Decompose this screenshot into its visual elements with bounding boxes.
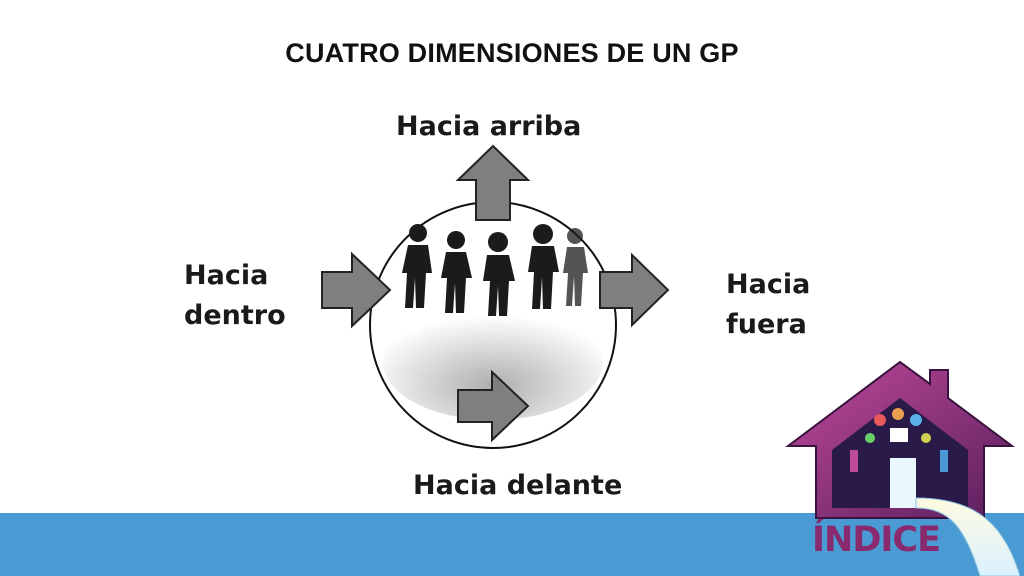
- label-out-line1: Hacia: [726, 269, 811, 300]
- label-forward: Hacia delante: [413, 470, 623, 501]
- index-link[interactable]: ÍNDICE: [812, 520, 941, 560]
- arrow-in: [321, 251, 392, 329]
- label-in: Hacia dentro: [184, 256, 286, 336]
- label-in-line1: Hacia: [184, 260, 269, 291]
- label-out: Hacia fuera: [726, 265, 810, 345]
- people-chain-icon: [402, 224, 588, 316]
- arrow-up: [455, 144, 531, 221]
- shadow-reflection: [383, 304, 603, 420]
- arrow-forward: [457, 369, 530, 443]
- slide-title: CUATRO DIMENSIONES DE UN GP: [285, 38, 739, 68]
- label-in-line2: dentro: [184, 300, 286, 331]
- index-house-logo[interactable]: [780, 358, 1020, 576]
- label-out-line2: fuera: [726, 309, 807, 340]
- family-icon: [850, 408, 948, 472]
- bottom-bar: [0, 513, 1024, 576]
- label-up: Hacia arriba: [396, 111, 582, 142]
- arrow-out: [599, 252, 670, 328]
